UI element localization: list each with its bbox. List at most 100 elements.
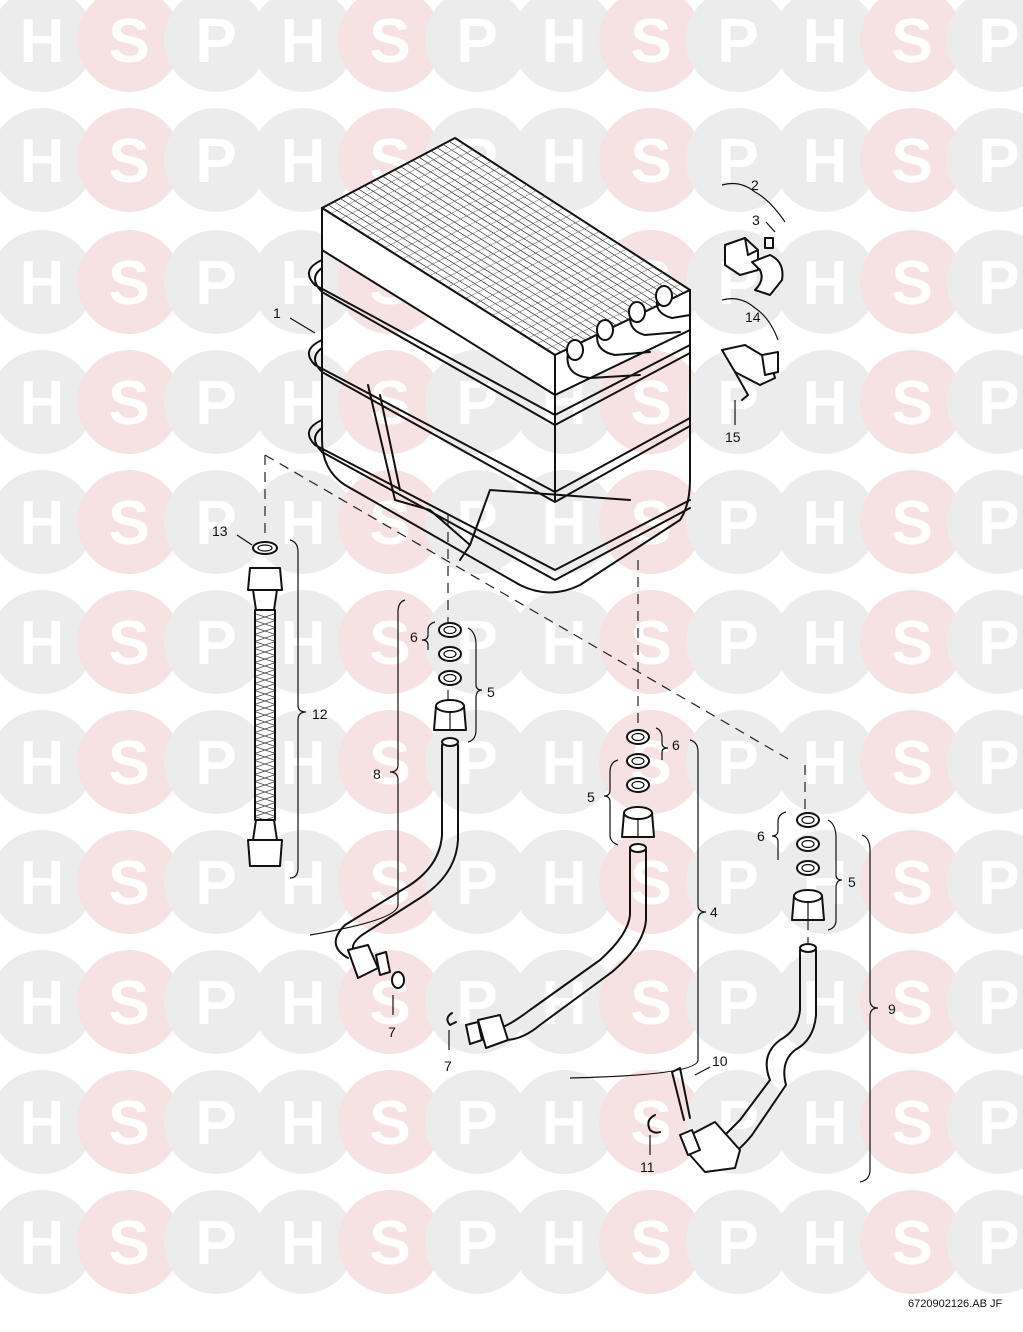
watermark-letter: H [20,729,65,798]
watermark-circle [164,710,268,814]
watermark-circle [860,230,964,334]
watermark-circle [599,0,703,92]
watermark-circle [599,470,703,574]
washer-stacks [433,622,825,921]
braid-line [255,641,275,649]
callouts: 1 2 3 14 15 13 12 6 5 8 7 7 6 5 4 6 5 9 … [212,177,896,1175]
watermark-letter: S [369,489,410,558]
washer-hole [631,756,645,766]
fin-line [339,149,474,220]
watermark-letter: S [891,369,932,438]
watermark-circle [947,230,1023,334]
watermark-circle [512,590,616,694]
callout-14: 14 [745,309,761,325]
watermark-circle [77,1190,181,1294]
watermark-letter: H [281,369,326,438]
watermark-circle [512,1190,616,1294]
watermark-circle [686,470,790,574]
watermark-circle [0,470,94,574]
washer-hole [801,839,815,849]
callout-3: 3 [752,212,760,228]
watermark-circle [512,710,616,814]
watermark-circle [0,590,94,694]
braid-line [255,669,275,677]
flexible-hose [247,541,283,867]
braid-line [255,788,275,796]
washer [626,729,650,745]
watermark-circle [599,950,703,1054]
washer [796,836,820,852]
watermark-circle [338,710,442,814]
watermark-circle [512,0,616,92]
watermark-circle [686,1190,790,1294]
watermark-letter: S [369,7,410,76]
watermark-letter: H [20,369,65,438]
watermark-letter: H [281,7,326,76]
washer [438,670,462,686]
watermark-letter: H [542,489,587,558]
watermark-letter: P [195,249,236,318]
watermark-letter: P [717,609,758,678]
watermark-letter: S [630,849,671,918]
watermark-letter: P [195,1209,236,1278]
braid-line [255,739,275,747]
union-nut-top [623,806,653,820]
watermark-circle [860,950,964,1054]
braid-line [255,809,275,817]
watermark-letter: H [542,7,587,76]
watermark-circle [425,830,529,934]
watermark-circle [425,470,529,574]
watermark-circle [599,1190,703,1294]
braid-line [255,627,275,635]
washer-hole [443,649,457,659]
washer [796,860,820,876]
washer [438,622,462,638]
watermark-letter: H [281,609,326,678]
watermark-letter: P [195,729,236,798]
washer-hole [443,625,457,635]
watermark-letter: H [20,127,65,196]
watermark-circle [947,710,1023,814]
watermark-letter: H [803,369,848,438]
braid-line [255,683,275,691]
drawing-reference-code: 6720902126.AB JF [908,1298,1002,1310]
watermark-circle [77,1070,181,1174]
fin-line [330,143,465,214]
braid-line [255,648,275,656]
callout-13: 13 [212,523,228,539]
watermark-letter: H [281,969,326,1038]
watermark-letter: P [717,969,758,1038]
watermark-circle [773,0,877,92]
watermark-circle [947,0,1023,92]
watermark-circle [251,0,355,92]
washer [626,753,650,769]
watermark-circle [512,950,616,1054]
watermark-circle [77,350,181,454]
braid-line [255,690,275,698]
watermark-letter: S [630,969,671,1038]
watermark-circle [251,950,355,1054]
watermark-circle [164,590,268,694]
watermark-circle [0,950,94,1054]
watermark-letter: H [281,729,326,798]
watermark-circle [773,1070,877,1174]
watermark-letter: S [369,1209,410,1278]
fin-line [411,196,546,265]
watermark-letter: P [456,729,497,798]
braid-line [255,620,275,628]
callout-6c: 6 [757,828,765,844]
watermark-circle [599,590,703,694]
watermark-circle [77,830,181,934]
watermark-circle [0,830,94,934]
watermark-circle [164,230,268,334]
braid-line [255,781,275,789]
fin-line [501,254,636,322]
watermark-circle [338,350,442,454]
watermark-circle [251,1190,355,1294]
watermark-circle [251,710,355,814]
callout-11: 11 [640,1159,655,1175]
fin-line [348,155,483,226]
watermark-circle [164,1070,268,1174]
watermark-letter: P [195,969,236,1038]
